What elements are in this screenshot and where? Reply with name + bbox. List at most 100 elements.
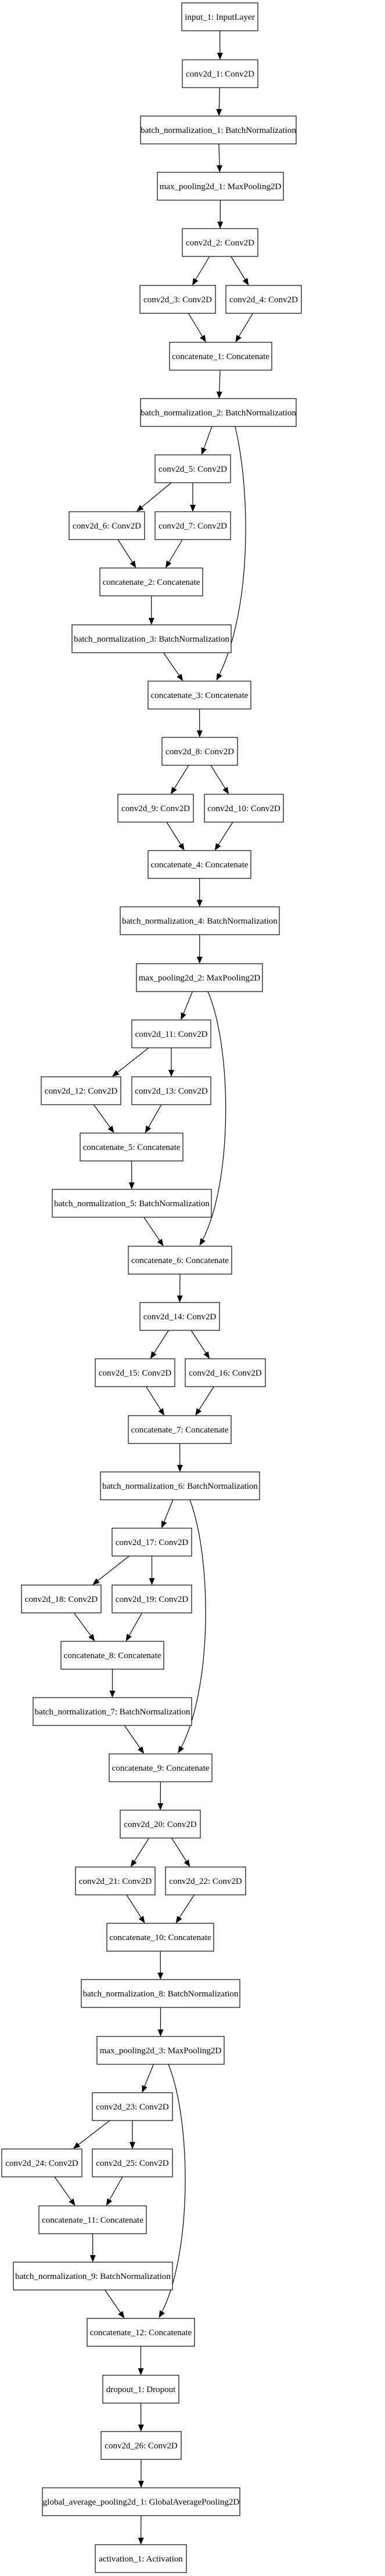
node-conv2d_10: conv2d_10: Conv2D (204, 794, 284, 823)
node-conv2d_4: conv2d_4: Conv2D (225, 285, 302, 314)
node-concatenate_10: concatenate_10: Concatenate (106, 1923, 214, 1952)
node-conv2d_11: conv2d_11: Conv2D (131, 1019, 211, 1048)
node-box-conv2d_19 (111, 1584, 192, 1613)
node-label-concatenate_4: concatenate_4: Concatenate (151, 860, 249, 870)
node-label-conv2d_25: conv2d_25: Conv2D (96, 2159, 169, 2168)
node-label-conv2d_21: conv2d_21: Conv2D (79, 1877, 152, 1886)
node-batch_normalization_4: batch_normalization_4: BatchNormalizatio… (120, 906, 280, 935)
node-box-concatenate_10 (106, 1923, 214, 1952)
node-box-input_1 (181, 2, 258, 31)
edge-conv2d_10-to-concatenate_4 (214, 822, 233, 851)
edge-batch_normalization_9-to-concatenate_12 (105, 2289, 125, 2318)
node-max_pooling2d_2: max_pooling2d_2: MaxPooling2D (136, 963, 263, 992)
node-label-concatenate_1: concatenate_1: Concatenate (172, 352, 269, 361)
node-label-conv2d_23: conv2d_23: Conv2D (96, 2103, 169, 2112)
nodes-layer: input_1: InputLayer conv2d_1: Conv2D batch… (1, 2, 302, 2573)
node-conv2d_7: conv2d_7: Conv2D (154, 511, 231, 540)
node-box-max_pooling2d_3 (96, 2036, 225, 2065)
edge-conv2d_21-to-concatenate_10 (126, 1894, 145, 1923)
edge-conv2d_23-to-conv2d_24 (73, 2120, 110, 2149)
node-max_pooling2d_3: max_pooling2d_3: MaxPooling2D (96, 2036, 225, 2065)
node-dropout_1: dropout_1: Dropout (102, 2375, 179, 2404)
node-conv2d_6: conv2d_6: Conv2D (69, 511, 145, 540)
node-label-max_pooling2d_2: max_pooling2d_2: MaxPooling2D (139, 974, 261, 983)
node-box-batch_normalization_3 (71, 624, 232, 653)
node-box-conv2d_14 (139, 1302, 220, 1331)
node-box-conv2d_11 (131, 1019, 211, 1048)
node-conv2d_16: conv2d_16: Conv2D (185, 1358, 266, 1387)
node-label-conv2d_15: conv2d_15: Conv2D (99, 1369, 172, 1378)
edge-conv2d_24-to-concatenate_11 (54, 2176, 75, 2206)
node-box-concatenate_9 (109, 1753, 213, 1782)
node-label-dropout_1: dropout_1: Dropout (106, 2385, 176, 2394)
node-box-batch_normalization_6 (100, 1471, 260, 1500)
node-conv2d_1: conv2d_1: Conv2D (182, 59, 258, 88)
edge-batch_normalization_2-to-conv2d_5 (201, 426, 213, 455)
edges-layer (54, 30, 254, 2545)
edge-conv2d_20-to-conv2d_21 (131, 1837, 150, 1867)
edge-conv2d_9-to-concatenate_4 (166, 822, 185, 851)
node-label-conv2d_24: conv2d_24: Conv2D (5, 2159, 78, 2168)
node-label-concatenate_3: concatenate_3: Concatenate (151, 691, 249, 700)
node-label-activation_1: activation_1: Activation (99, 2555, 183, 2564)
node-box-batch_normalization_4 (120, 906, 280, 935)
edge-conv2d_8-to-conv2d_10 (210, 765, 229, 794)
node-box-conv2d_25 (92, 2148, 173, 2177)
node-label-conv2d_9: conv2d_9: Conv2D (121, 804, 190, 813)
node-label-conv2d_26: conv2d_26: Conv2D (105, 2441, 178, 2451)
node-label-concatenate_2: concatenate_2: Concatenate (103, 578, 200, 587)
node-box-batch_normalization_7 (33, 1697, 192, 1726)
edge-conv2d_7-to-concatenate_2 (165, 539, 183, 568)
edge-conv2d_2-to-conv2d_4 (231, 256, 249, 285)
node-conv2d_26: conv2d_26: Conv2D (100, 2431, 182, 2460)
edge-conv2d_18-to-concatenate_8 (74, 1612, 95, 1641)
edge-conv2d_6-to-concatenate_2 (117, 539, 136, 568)
edge-conv2d_2-to-conv2d_3 (192, 256, 210, 285)
node-box-concatenate_12 (87, 2318, 195, 2347)
node-box-conv2d_10 (204, 794, 284, 823)
node-box-conv2d_21 (75, 1866, 156, 1895)
node-conv2d_3: conv2d_3: Conv2D (139, 285, 216, 314)
edge-conv2d_4-to-concatenate_1 (235, 313, 254, 342)
edge-conv2d_13-to-concatenate_5 (145, 1104, 162, 1133)
node-box-dropout_1 (102, 2375, 179, 2404)
node-global_average_pooling2d_1: global_average_pooling2d_1: GlobalAverag… (42, 2487, 240, 2516)
node-conv2d_13: conv2d_13: Conv2D (131, 1076, 211, 1105)
node-label-conv2d_22: conv2d_22: Conv2D (169, 1877, 242, 1886)
node-input_1: input_1: InputLayer (181, 2, 258, 31)
node-conv2d_18: conv2d_18: Conv2D (21, 1584, 102, 1613)
edge-max_pooling2d_2-to-conv2d_11 (181, 991, 193, 1020)
node-box-conv2d_13 (131, 1076, 211, 1105)
node-conv2d_15: conv2d_15: Conv2D (95, 1358, 175, 1387)
node-box-conv2d_6 (69, 511, 145, 540)
node-box-batch_normalization_5 (52, 1189, 212, 1218)
edge-batch_normalization_7-to-concatenate_9 (124, 1725, 145, 1754)
node-box-concatenate_4 (147, 850, 251, 879)
node-concatenate_4: concatenate_4: Concatenate (147, 850, 251, 879)
node-box-concatenate_3 (147, 681, 251, 710)
edge-conv2d_22-to-concatenate_10 (175, 1894, 195, 1923)
node-conv2d_22: conv2d_22: Conv2D (165, 1866, 246, 1895)
node-batch_normalization_6: batch_normalization_6: BatchNormalizatio… (100, 1471, 260, 1500)
edge-conv2d_3-to-concatenate_1 (188, 313, 206, 342)
node-label-batch_normalization_7: batch_normalization_7: BatchNormalizatio… (35, 1707, 190, 1717)
node-box-conv2d_4 (225, 285, 302, 314)
edge-conv2d_14-to-conv2d_15 (150, 1330, 169, 1359)
edge-conv2d_16-to-concatenate_7 (195, 1386, 214, 1416)
node-box-global_average_pooling2d_1 (42, 2487, 240, 2516)
edge-batch_normalization_1-to-max_pooling2d_1 (216, 143, 222, 172)
node-box-conv2d_23 (92, 2092, 173, 2121)
node-label-max_pooling2d_1: max_pooling2d_1: MaxPooling2D (160, 182, 282, 191)
node-label-conv2d_19: conv2d_19: Conv2D (116, 1595, 189, 1604)
node-label-max_pooling2d_3: max_pooling2d_3: MaxPooling2D (100, 2046, 222, 2056)
node-box-max_pooling2d_1 (157, 172, 284, 201)
node-label-conv2d_7: conv2d_7: Conv2D (159, 522, 227, 531)
node-label-conv2d_16: conv2d_16: Conv2D (189, 1369, 262, 1378)
node-box-conv2d_5 (154, 454, 231, 483)
node-box-batch_normalization_2 (140, 398, 297, 427)
node-box-conv2d_3 (139, 285, 216, 314)
edge-batch_normalization_5-to-concatenate_6 (143, 1217, 164, 1246)
node-conv2d_17: conv2d_17: Conv2D (111, 1528, 192, 1557)
node-concatenate_8: concatenate_8: Concatenate (60, 1641, 164, 1670)
